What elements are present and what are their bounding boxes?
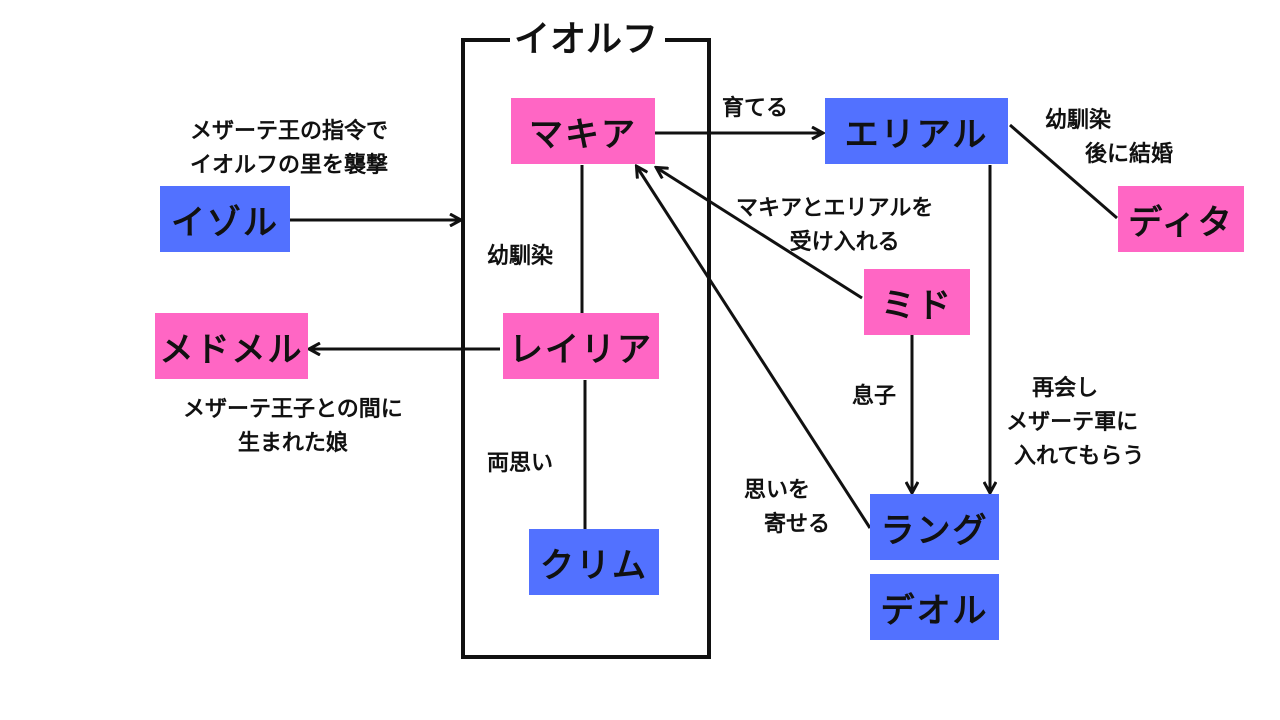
label-izol-group: メザーテ王の指令で イオルフの里を襲撃: [190, 115, 388, 183]
node-erial[interactable]: エリアル: [825, 98, 1008, 164]
edge-mido-makia: [657, 168, 863, 300]
label-leilia-medmel: メザーテ王子との間に 生まれた娘: [183, 393, 403, 461]
node-makia[interactable]: マキア: [511, 98, 655, 164]
group-title: イオルフ: [510, 20, 663, 60]
node-mido[interactable]: ミド: [864, 269, 970, 335]
node-deol[interactable]: デオル: [870, 574, 999, 640]
label-line: 幼馴染: [1045, 108, 1112, 133]
label-mido-makia: マキアとエリアルを 受け入れる: [736, 192, 933, 260]
edge-lang-makia: [637, 167, 872, 529]
label-line: メザーテ軍に: [1006, 410, 1139, 435]
group-box: [461, 38, 711, 659]
node-medmel[interactable]: メドメル: [155, 313, 308, 379]
label-line: 寄せる: [764, 512, 831, 537]
label-line: 入れてもらう: [1014, 444, 1145, 469]
label-erial-lang: 再会し メザーテ軍に 入れてもらう: [1000, 372, 1144, 474]
label-line: 思いを: [744, 478, 811, 503]
edge-erial-dita: [1009, 123, 1118, 220]
label-line: 受け入れる: [789, 230, 900, 255]
label-line: イオルフの里を襲撃: [190, 153, 389, 178]
label-erial-dita: 幼馴染 後に結婚: [1045, 104, 1173, 172]
label-leilia-krim: 両思い: [487, 451, 554, 476]
node-lang[interactable]: ラング: [870, 494, 999, 560]
node-izol[interactable]: イゾル: [160, 186, 290, 252]
node-dita[interactable]: ディタ: [1118, 186, 1244, 252]
node-leilia[interactable]: レイリア: [503, 313, 659, 379]
label-makia-leilia: 幼馴染: [487, 244, 554, 269]
label-lang-makia: 思いを 寄せる: [744, 474, 830, 542]
label-line: 再会し: [1032, 376, 1099, 401]
label-line: 生まれた娘: [237, 431, 348, 456]
label-makia-erial: 育てる: [722, 96, 789, 121]
label-mido-lang: 息子: [852, 384, 897, 409]
node-krim[interactable]: クリム: [529, 529, 659, 595]
label-line: メザーテ王の指令で: [190, 119, 389, 144]
label-line: メザーテ王子との間に: [183, 397, 403, 422]
label-line: マキアとエリアルを: [736, 196, 934, 221]
label-line: 後に結婚: [1085, 142, 1174, 167]
